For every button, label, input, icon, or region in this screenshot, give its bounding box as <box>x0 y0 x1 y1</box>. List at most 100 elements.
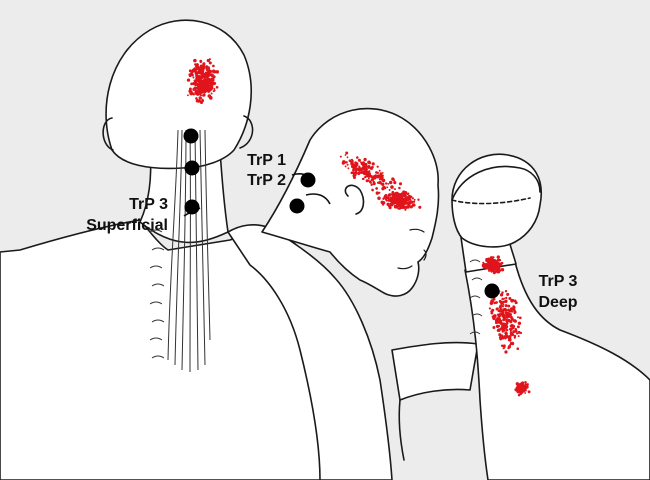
pain-dot <box>502 313 506 317</box>
pain-dot <box>209 95 213 100</box>
pain-dot <box>492 266 495 269</box>
pain-dot <box>362 177 365 181</box>
pain-dot <box>412 200 416 203</box>
pain-dot <box>501 291 504 294</box>
pain-dot <box>501 297 504 301</box>
pain-dot <box>491 315 494 318</box>
pain-dot <box>390 185 394 189</box>
pain-dot <box>378 169 381 172</box>
pain-dot <box>498 262 502 266</box>
pain-dot <box>407 194 412 199</box>
trp1-point <box>300 172 316 188</box>
pain-dot <box>397 197 400 200</box>
pain-dot <box>509 331 513 335</box>
pain-dot <box>213 88 216 90</box>
pain-dot <box>499 312 503 316</box>
pain-dot <box>370 167 373 171</box>
pain-dot <box>195 64 199 68</box>
pain-dot <box>509 315 513 319</box>
pain-dot <box>418 205 422 209</box>
pain-dot <box>504 304 508 308</box>
pain-dot <box>503 297 506 300</box>
pain-dot <box>195 77 199 81</box>
pain-dot <box>194 72 198 75</box>
pain-dot <box>489 256 494 260</box>
pain-dot <box>493 301 496 305</box>
pain-dot <box>501 305 505 308</box>
pain-dot <box>406 195 408 198</box>
pain-dot <box>509 343 512 346</box>
pain-dot <box>201 65 205 69</box>
pain-dot <box>513 311 516 315</box>
pain-dot <box>500 268 505 272</box>
pain-dot <box>378 191 381 194</box>
pain-dot <box>371 162 375 166</box>
pain-dot <box>199 93 202 96</box>
pain-dot <box>188 74 192 78</box>
pain-dot <box>198 75 201 78</box>
pain-dot <box>398 194 402 198</box>
pain-dot <box>488 307 491 310</box>
pain-dot <box>199 60 202 64</box>
pain-dot <box>208 61 212 65</box>
pain-dot <box>362 161 365 165</box>
pain-dot <box>195 97 198 100</box>
pain-dot <box>506 315 509 318</box>
pain-dot <box>391 191 394 194</box>
pain-dot <box>354 170 358 174</box>
pain-dot <box>381 178 386 183</box>
pain-dot <box>496 317 499 320</box>
pain-dot <box>208 67 211 70</box>
label-trp3-deep-2: Deep <box>538 294 578 311</box>
pain-dot <box>194 83 197 87</box>
pain-dot <box>389 200 392 203</box>
pain-dot <box>510 341 515 346</box>
pain-dot <box>482 265 486 268</box>
pain-dot <box>354 174 357 177</box>
pain-dot <box>193 69 196 72</box>
pain-dot <box>400 201 403 204</box>
pain-dot <box>489 261 492 264</box>
pain-dot <box>496 307 499 310</box>
pain-dot <box>195 74 199 78</box>
pain-dot <box>500 261 504 265</box>
pain-dot <box>508 335 512 339</box>
pain-dot <box>503 329 506 332</box>
pain-dot <box>196 83 200 86</box>
pain-dot <box>203 75 206 78</box>
pain-dot <box>211 78 215 82</box>
pain-dot <box>498 309 502 313</box>
spine-marks <box>149 229 165 359</box>
pain-dot <box>498 318 501 321</box>
pain-dot <box>356 156 359 159</box>
pain-dot <box>366 174 369 177</box>
pain-dot <box>404 191 408 195</box>
pain-dot <box>210 92 213 95</box>
pain-dot <box>367 177 370 180</box>
pain-dot <box>401 193 405 197</box>
trp3-superficial-point-2 <box>184 160 200 176</box>
pain-dot <box>388 189 391 191</box>
pain-dot <box>368 170 371 173</box>
pain-dot <box>357 158 361 162</box>
pain-dot <box>400 204 403 207</box>
pain-dot <box>201 99 205 102</box>
pain-dot <box>513 336 516 339</box>
pain-dot <box>205 87 208 90</box>
pain-dot <box>375 174 379 179</box>
pain-dot <box>348 159 352 163</box>
pain-dot <box>388 180 393 185</box>
pain-dot <box>512 305 516 309</box>
trp3-superficial-point-3 <box>184 199 200 215</box>
pain-dot <box>401 199 404 202</box>
pain-dot <box>193 79 196 82</box>
pain-dot <box>498 333 502 337</box>
pain-dot <box>188 89 192 93</box>
pain-dot <box>383 187 387 190</box>
pain-dot <box>198 72 201 75</box>
pain-dot <box>519 331 523 335</box>
pain-dot <box>507 312 510 315</box>
pain-dot <box>508 309 512 313</box>
